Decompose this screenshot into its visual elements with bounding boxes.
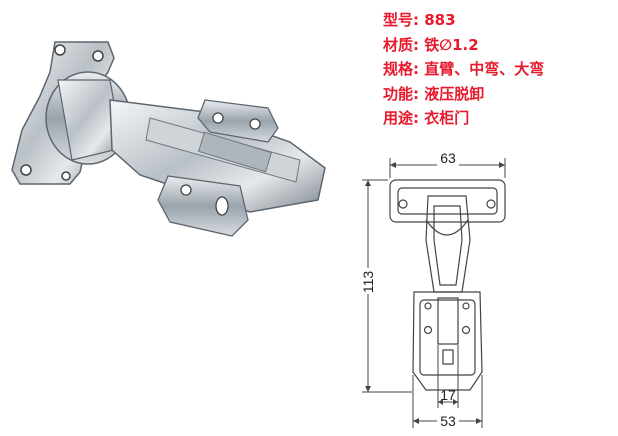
drawing-hole <box>423 325 433 335</box>
drawing-hole <box>398 199 408 209</box>
hinge-photo <box>11 41 326 237</box>
spec-value: 衣柜门 <box>424 109 470 127</box>
drawing-hole <box>486 199 496 209</box>
spec-list: 型号: 883 材质: 铁∅1.2 规格: 直臂、中弯、大弯 功能: 液压脱卸 … <box>383 8 544 131</box>
drawing-base <box>412 291 483 391</box>
hinge-arm-shape <box>109 99 326 213</box>
spec-function: 功能: 液压脱卸 <box>383 82 544 107</box>
arm-plate-shape <box>157 99 279 237</box>
drawing-hole <box>462 302 470 310</box>
dim-base-width: 53 <box>440 413 456 429</box>
spec-model: 型号: 883 <box>383 8 544 33</box>
spec-label: 材质: <box>383 35 419 54</box>
spec-label: 功能: <box>383 84 419 103</box>
spec-specification: 规格: 直臂、中弯、大弯 <box>383 57 544 82</box>
spec-value: 直臂、中弯、大弯 <box>424 60 545 78</box>
drawing-plate <box>389 179 506 223</box>
spec-value: 883 <box>424 11 456 29</box>
spec-label: 用途: <box>383 109 419 127</box>
dim-inner-width: 17 <box>440 387 456 403</box>
hinge-cup-shape <box>45 71 131 165</box>
spec-value: 液压脱卸 <box>424 84 485 103</box>
drawing-hole <box>461 325 471 335</box>
dim-total-height: 113 <box>360 271 376 294</box>
spec-usage: 用途: 衣柜门 <box>383 106 544 131</box>
technical-drawing: 63 113 17 53 <box>360 150 506 429</box>
dim-plate-width: 63 <box>440 150 456 166</box>
spec-material: 材质: 铁∅1.2 <box>383 33 544 58</box>
drawing-hole <box>424 302 432 310</box>
spec-label: 型号: <box>383 11 419 29</box>
spec-value: 铁∅1.2 <box>424 35 479 54</box>
spec-label: 规格: <box>383 60 419 78</box>
drawing-arm <box>425 195 471 293</box>
